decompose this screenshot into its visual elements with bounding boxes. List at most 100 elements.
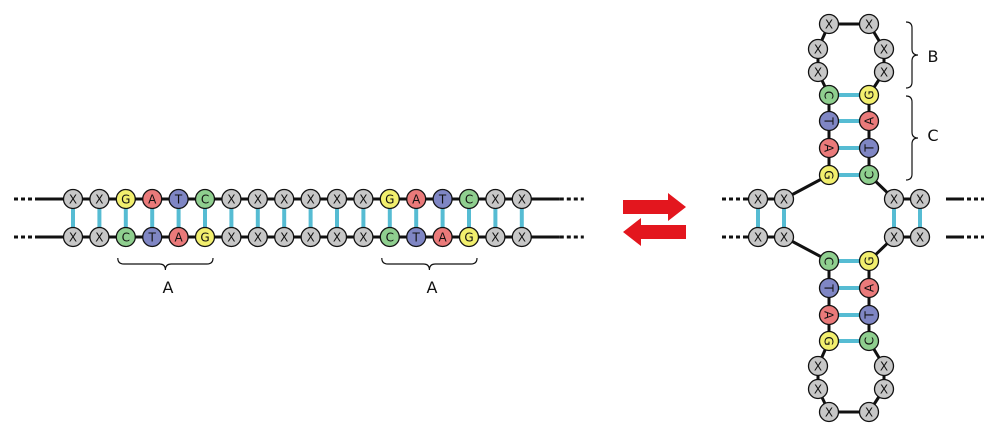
lower-stem-left-nucleotide-circle [818,277,840,299]
palindrome-brace-right [381,257,478,271]
upper-loop-nucleotide: X [873,38,895,60]
top-strand-nucleotide-circle [62,188,84,210]
bottom-strand-nucleotide: C [115,226,136,248]
upper-stem-right-nucleotide-letter: C [862,171,876,179]
top-strand-nucleotide: A [142,188,163,210]
top-strand-nucleotide-letter: G [121,192,130,206]
lower-loop-nucleotide-circle [818,401,840,423]
upper-stem-left-nucleotide-letter: C [822,91,836,99]
top-strand-nucleotide-letter: T [438,192,447,206]
left-flank-top-nucleotide-circle [747,188,769,210]
top-strand-nucleotide-circle [115,188,136,210]
top-strand-nucleotide-letter: A [148,192,157,206]
bottom-strand-nucleotide-letter: A [438,230,447,244]
left-flank-bottom-nucleotide-letter: X [754,230,762,244]
right-flank-top-nucleotide-circle [909,188,931,210]
bottom-strand-nucleotide: X [62,226,84,248]
lower-stem-left-nucleotide-letter: G [822,336,836,345]
upper-stem-right-nucleotide-circle [858,164,880,186]
lower-stem-right-nucleotide-letter: T [862,311,876,320]
upper-stem-left-nucleotide-circle [818,164,840,186]
top-strand-nucleotide: X [221,188,242,210]
loop-label: B [928,47,939,66]
lower-loop-nucleotide-letter: X [814,359,822,373]
lower-stem-right-nucleotide-circle [858,330,880,352]
lower-loop-nucleotide-circle [807,378,829,400]
lower-loop-nucleotide-circle [873,378,895,400]
upper-loop-nucleotide-circle [807,38,829,60]
top-strand-nucleotide: T [168,188,189,210]
upper-stem-right-nucleotide-letter: G [862,90,876,99]
top-strand-nucleotide-circle [379,188,400,210]
bottom-strand-nucleotide-circle [300,226,321,248]
bottom-strand-nucleotide: X [274,226,295,248]
right-flank-top-nucleotide: X [883,188,905,210]
bottom-strand-nucleotide-circle [62,226,84,248]
lower-loop-nucleotide-letter: X [814,382,822,396]
upper-stem-left-nucleotide-circle [818,84,840,106]
top-strand-nucleotide-letter: T [174,192,183,206]
top-strand-nucleotide: X [485,188,506,210]
lower-stem-left-nucleotide: G [818,330,840,352]
lower-stem-right-nucleotide-letter: G [862,256,876,265]
bottom-strand-nucleotide: G [458,226,480,248]
bottom-strand-nucleotide-letter: X [227,230,235,244]
bottom-strand-nucleotide-circle [115,226,136,248]
top-strand-nucleotide: X [62,188,84,210]
top-strand-nucleotide-circle [511,188,532,210]
bottom-strand-nucleotide-circle [379,226,400,248]
upper-loop-nucleotide-circle [858,13,880,35]
bottom-strand-nucleotide-letter: T [148,230,157,244]
lower-loop-nucleotide: X [873,378,895,400]
left-flank-bottom-nucleotide-circle [747,226,769,248]
bottom-strand-nucleotide: G [194,226,216,248]
lower-stem-right-nucleotide: A [858,277,880,299]
top-strand-nucleotide-letter: X [254,192,262,206]
upper-stem-left-nucleotide-letter: A [822,144,836,153]
equilibrium-arrows [623,193,686,246]
bottom-strand-nucleotide-letter: X [359,230,367,244]
bottom-strand-nucleotide: X [247,226,268,248]
lower-stem-left-nucleotide-circle [818,304,840,326]
bottom-strand-nucleotide: X [353,226,374,248]
top-strand-nucleotide-circle [406,188,427,210]
bottom-strand-nucleotide-letter: X [518,230,526,244]
stem-label: C [927,126,938,145]
left-flank-bottom-nucleotide: X [747,226,769,248]
top-strand-nucleotide: C [458,188,480,210]
upper-loop-nucleotide: X [818,13,840,35]
lower-stem-right-nucleotide-circle [858,250,880,272]
right-flank-bottom-nucleotide-letter: X [916,230,924,244]
left-flank-top-nucleotide: X [747,188,769,210]
lower-loop-nucleotide-letter: X [865,405,873,419]
left-flank-top-nucleotide-letter: X [780,192,788,206]
top-strand-nucleotide-circle [221,188,242,210]
bottom-strand-nucleotide: C [379,226,400,248]
palindrome-brace-left [117,257,214,271]
lower-loop-nucleotide-circle [873,355,895,377]
upper-stem-left-nucleotide: T [818,110,840,132]
loop-brace [905,21,919,89]
right-flank-bottom-nucleotide: X [883,226,905,248]
upper-loop-nucleotide-circle [807,61,829,83]
reverse-arrow-icon [623,218,686,246]
top-strand-nucleotide: X [274,188,295,210]
lower-stem-left-nucleotide: C [818,250,840,272]
stem-brace [905,95,919,181]
annotation-layer: A A B C [117,21,939,297]
lower-loop-nucleotide: X [873,355,895,377]
top-strand-nucleotide-circle [326,188,348,210]
lower-arm-backbone [783,235,896,414]
top-strand-nucleotide-letter: X [95,192,103,206]
bottom-strand-nucleotide: X [326,226,348,248]
top-strand-nucleotide: G [115,188,136,210]
top-strand-nucleotide-circle [432,188,453,210]
top-strand-nucleotide: C [194,188,216,210]
upper-stem-right-nucleotide: C [858,164,880,186]
bottom-strand-nucleotide-circle [458,226,480,248]
bottom-strand-nucleotide: X [89,226,110,248]
lower-loop-nucleotide-letter: X [880,382,888,396]
upper-loop-nucleotide: X [873,61,895,83]
upper-stem-right-nucleotide-letter: T [862,144,876,153]
